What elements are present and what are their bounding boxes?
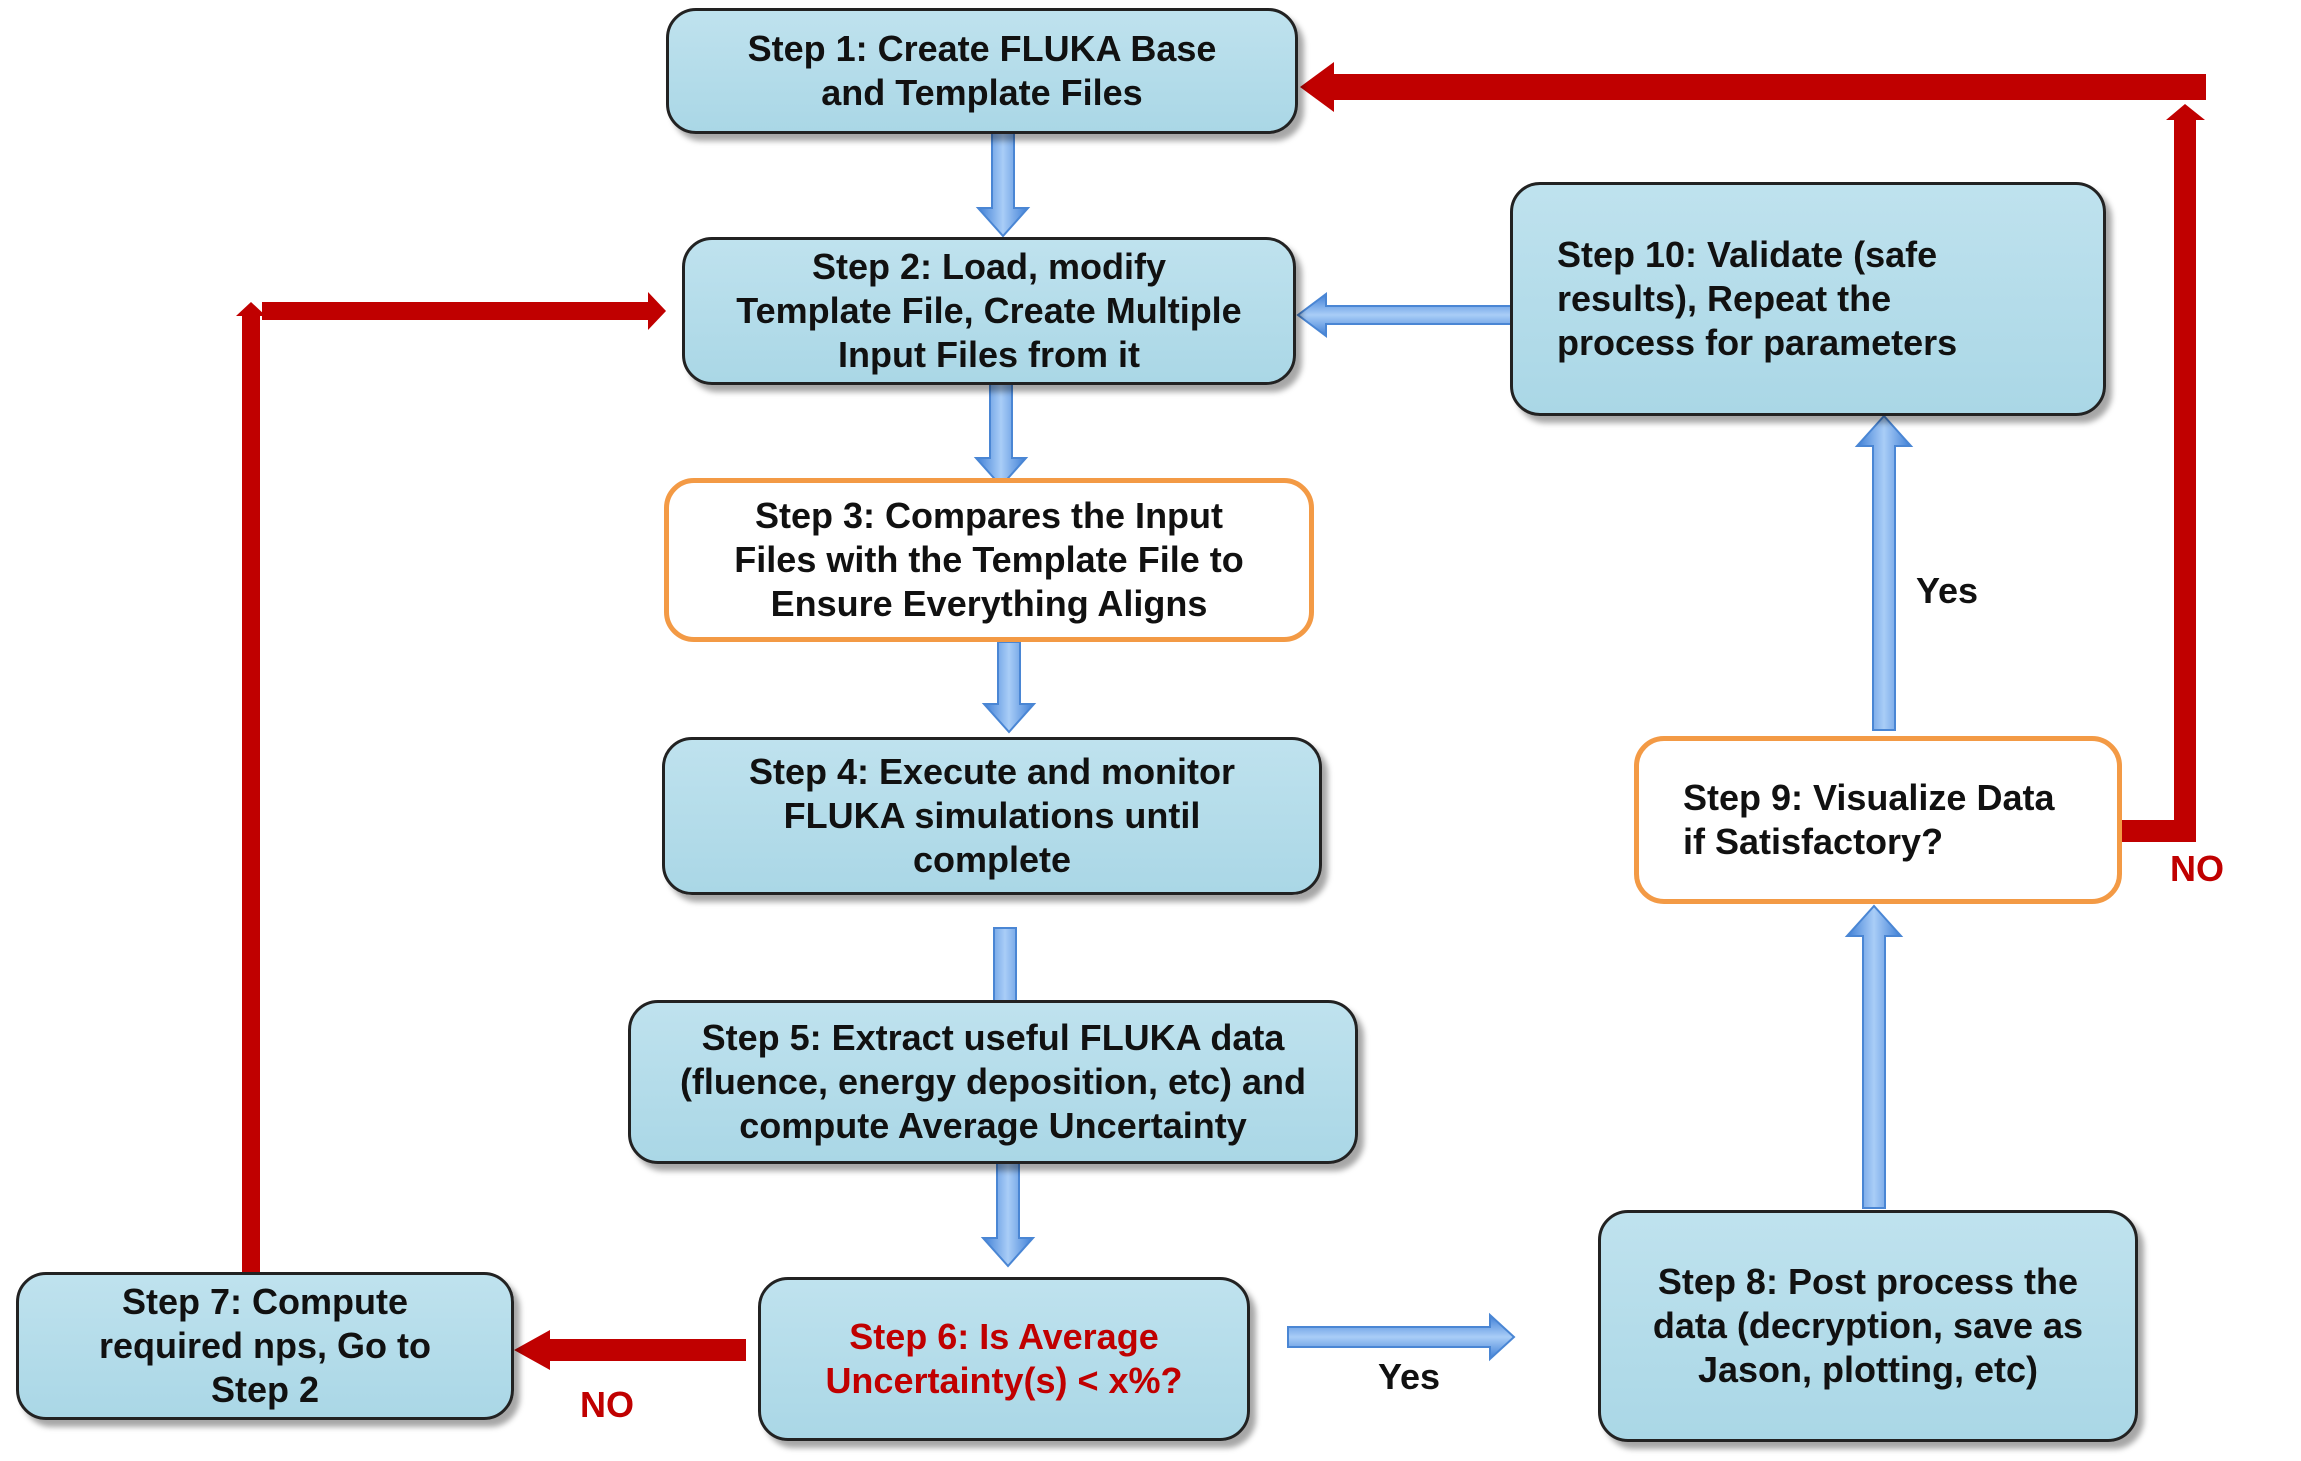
step-4-text: Step 4: Execute and monitor FLUKA simula… — [748, 751, 1236, 880]
step-6-box: Step 6: Is Average Uncertainty(s) < x%? — [758, 1277, 1250, 1441]
arrow-step5-to-step6 — [980, 1161, 1036, 1268]
step-3-text: Step 3: Compares the Input Files with th… — [734, 495, 1244, 624]
step-1-box: Step 1: Create FLUKA Base and Template F… — [666, 8, 1298, 134]
step-5-text: Step 5: Extract useful FLUKA data (fluen… — [679, 1017, 1307, 1146]
arrow-step6-no-to-step7 — [514, 1330, 746, 1370]
step-5-box: Step 5: Extract useful FLUKA data (fluen… — [628, 1000, 1358, 1164]
step-10-text: Step 10: Validate (safe results), Repeat… — [1557, 234, 1958, 363]
arrow-step7-loop-to-step2 — [236, 292, 666, 1272]
step-2-box: Step 2: Load, modify Template File, Crea… — [682, 237, 1296, 385]
step-8-box: Step 8: Post process the data (decryptio… — [1598, 1210, 2138, 1442]
arrow-step6-to-step8 — [1287, 1312, 1516, 1362]
arrow-step9-to-step10 — [1854, 414, 1914, 731]
step-7-box: Step 7: Compute required nps, Go to Step… — [16, 1272, 514, 1420]
arrow-step2-to-step3 — [973, 382, 1029, 488]
step-8-text: Step 8: Post process the data (decryptio… — [1652, 1261, 2084, 1390]
step-3-box: Step 3: Compares the Input Files with th… — [664, 478, 1314, 642]
arrow-step3-to-step4 — [981, 641, 1037, 734]
no-label-step9: NO — [2170, 848, 2224, 889]
step-6-text: Step 6: Is Average Uncertainty(s) < x%? — [825, 1316, 1183, 1401]
step-4-box: Step 4: Execute and monitor FLUKA simula… — [662, 737, 1322, 895]
yes-label-step9: Yes — [1916, 570, 1979, 611]
arrow-step9-no-loop-to-step1 — [1300, 62, 2206, 842]
arrow-step1-to-step2 — [975, 127, 1031, 238]
step-2-text: Step 2: Load, modify Template File, Crea… — [736, 246, 1242, 375]
step-9-text: Step 9: Visualize Data if Satisfactory? — [1683, 777, 2055, 862]
step-9-box: Step 9: Visualize Data if Satisfactory? — [1634, 736, 2122, 904]
step-1-text: Step 1: Create FLUKA Base and Template F… — [747, 28, 1217, 113]
yes-label-step6: Yes — [1378, 1356, 1441, 1397]
arrow-step8-to-step9 — [1844, 904, 1904, 1209]
step-10-box: Step 10: Validate (safe results), Repeat… — [1510, 182, 2106, 416]
step-7-text: Step 7: Compute required nps, Go to Step… — [98, 1281, 431, 1410]
arrow-step10-to-step2 — [1296, 292, 1512, 338]
no-label-step6: NO — [580, 1384, 634, 1425]
